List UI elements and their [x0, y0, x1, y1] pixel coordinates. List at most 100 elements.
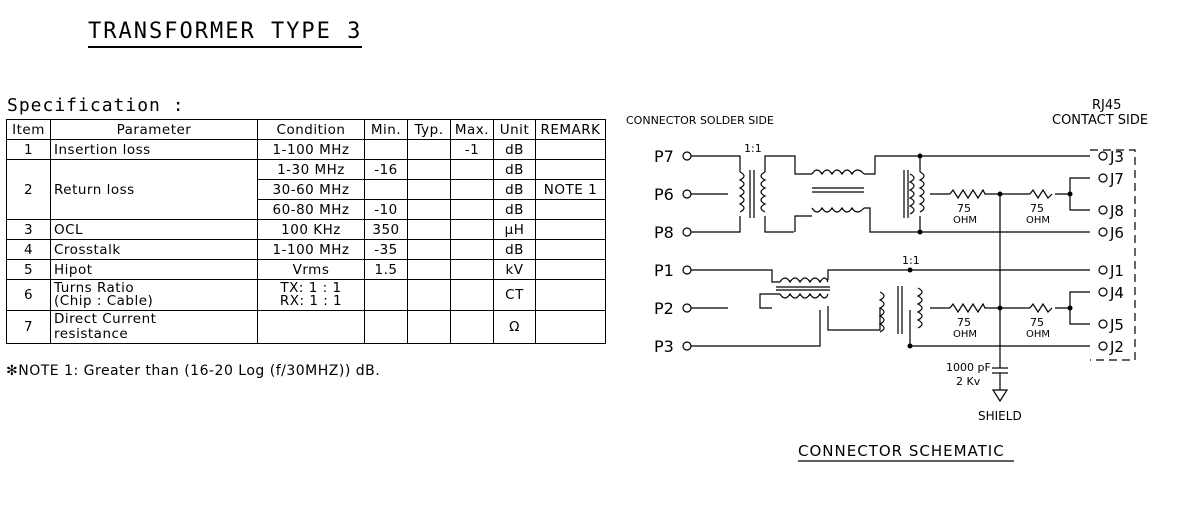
- cell-condition: 1-100 MHz: [257, 139, 365, 160]
- pin-j4-label: J4: [1109, 284, 1124, 302]
- lower-ratio-label: 1:1: [902, 254, 920, 267]
- pin-p1-label: P1: [654, 261, 674, 280]
- resistor-2-unit: OHM: [1026, 215, 1050, 226]
- cell-item: 7: [6, 310, 51, 344]
- pin-j5-label: J5: [1109, 316, 1124, 334]
- left-pin-circles: [682, 151, 692, 351]
- header-parameter: Parameter: [50, 119, 258, 140]
- resistor-3-unit: OHM: [953, 329, 977, 340]
- cell-condition: 30-60 MHz: [257, 179, 365, 200]
- cell-typ: [407, 199, 451, 220]
- cell-condition: Vrms: [257, 259, 365, 280]
- header-min: Min.: [364, 119, 408, 140]
- cell-parameter-line1: Turns Ratio: [54, 280, 135, 296]
- table-row: 2 Return loss 1-30 MHz -16 dB: [6, 159, 606, 220]
- cell-condition: 100 KHz: [257, 219, 365, 240]
- pin-p3-label: P3: [654, 337, 674, 356]
- cell-condition: 1-100 MHz: [257, 239, 365, 260]
- table-row: 5 Hipot Vrms 1.5 kV: [6, 259, 606, 280]
- junction-dots: [907, 153, 1073, 349]
- resistor-4-value: 75: [1030, 316, 1044, 329]
- cell-parameter: Insertion loss: [50, 139, 258, 160]
- spec-label: Specification :: [7, 95, 185, 116]
- pin-j1-label: J1: [1109, 262, 1124, 280]
- cell-unit: kV: [493, 259, 536, 280]
- cell-remark: [535, 239, 606, 260]
- page-title: TRANSFORMER TYPE 3: [88, 20, 363, 48]
- table-row: 1 Insertion loss 1-100 MHz -1 dB: [6, 139, 606, 160]
- resistor-2-value: 75: [1030, 202, 1044, 215]
- cell-typ: [407, 259, 451, 280]
- upper-choke: [811, 169, 865, 213]
- capacitor-value: 1000 pF: [946, 361, 991, 374]
- footnote: ✻NOTE 1: Greater than (16-20 Log (f/30MH…: [6, 363, 381, 379]
- cell-remark: [535, 310, 606, 344]
- cell-remark: NOTE 1: [535, 179, 606, 200]
- cell-unit: dB: [493, 239, 536, 260]
- cell-min: -10: [364, 199, 408, 220]
- cell-item: 3: [6, 219, 51, 240]
- resistor-1-unit: OHM: [953, 215, 977, 226]
- cell-max: [450, 159, 494, 180]
- cell-unit: dB: [493, 139, 536, 160]
- lower-choke: [776, 277, 830, 299]
- cell-condition-line2: RX: 1 : 1: [279, 293, 343, 309]
- cell-parameter: OCL: [50, 219, 258, 240]
- upper-ratio-label: 1:1: [744, 142, 762, 155]
- cell-min: 350: [364, 219, 408, 240]
- cell-parameter-line2: resistance: [54, 326, 129, 342]
- header-unit: Unit: [493, 119, 536, 140]
- capacitor-ground: [991, 194, 1009, 403]
- cell-parameter: Return loss: [50, 159, 258, 220]
- pin-j6-label: J6: [1109, 224, 1124, 242]
- cell-typ: [407, 139, 451, 160]
- lower-channel-wires: [691, 269, 1090, 347]
- cell-min: -35: [364, 239, 408, 260]
- cell-remark: [535, 219, 606, 240]
- spec-table: Item Parameter Condition Min. Typ. Max. …: [6, 119, 606, 344]
- shield-label: SHIELD: [978, 409, 1022, 423]
- cell-item: 2: [6, 159, 51, 220]
- cell-item: 5: [6, 259, 51, 280]
- schematic-caption: CONNECTOR SCHEMATIC: [798, 442, 1005, 460]
- cell-typ: [407, 159, 451, 180]
- cell-min: [364, 139, 408, 160]
- cell-unit: μH: [493, 219, 536, 240]
- pin-p2-label: P2: [654, 299, 674, 318]
- table-row: 60-80 MHz -10 dB: [7, 199, 606, 220]
- header-remark: REMARK: [535, 119, 606, 140]
- rj45-outline: [1090, 149, 1136, 361]
- cell-min: [364, 179, 408, 200]
- cell-min: [364, 310, 408, 344]
- cell-typ: [407, 219, 451, 240]
- pin-j3-label: J3: [1109, 148, 1124, 166]
- cell-max: [450, 310, 494, 344]
- cell-max: [450, 259, 494, 280]
- cell-min: -16: [364, 159, 408, 180]
- lower-resistors: [949, 302, 1053, 314]
- right-pin-circles: [1098, 151, 1108, 351]
- pin-j8-label: J8: [1109, 202, 1124, 220]
- pin-p8-label: P8: [654, 223, 674, 242]
- cell-typ: [407, 239, 451, 260]
- cell-parameter: Hipot: [50, 259, 258, 280]
- table-row: 4 Crosstalk 1-100 MHz -35 dB: [6, 239, 606, 260]
- pin-j7-label: J7: [1109, 170, 1124, 188]
- upper-resistors: [949, 188, 1053, 200]
- cell-max: -1: [450, 139, 494, 160]
- cell-unit: dB: [493, 199, 536, 220]
- header-condition: Condition: [257, 119, 365, 140]
- solder-side-label: CONNECTOR SOLDER SIDE: [626, 114, 774, 127]
- pin-p7-label: P7: [654, 147, 674, 166]
- table-row: 30-60 MHz dB NOTE 1: [7, 179, 606, 200]
- pin-j2-label: J2: [1109, 338, 1124, 356]
- cell-condition: [257, 310, 365, 344]
- cell-parameter: Crosstalk: [50, 239, 258, 260]
- cell-condition-line1: TX: 1 : 1: [280, 280, 342, 296]
- lower-transformer: [878, 286, 923, 334]
- cell-max: [450, 279, 494, 311]
- resistor-4-unit: OHM: [1026, 329, 1050, 340]
